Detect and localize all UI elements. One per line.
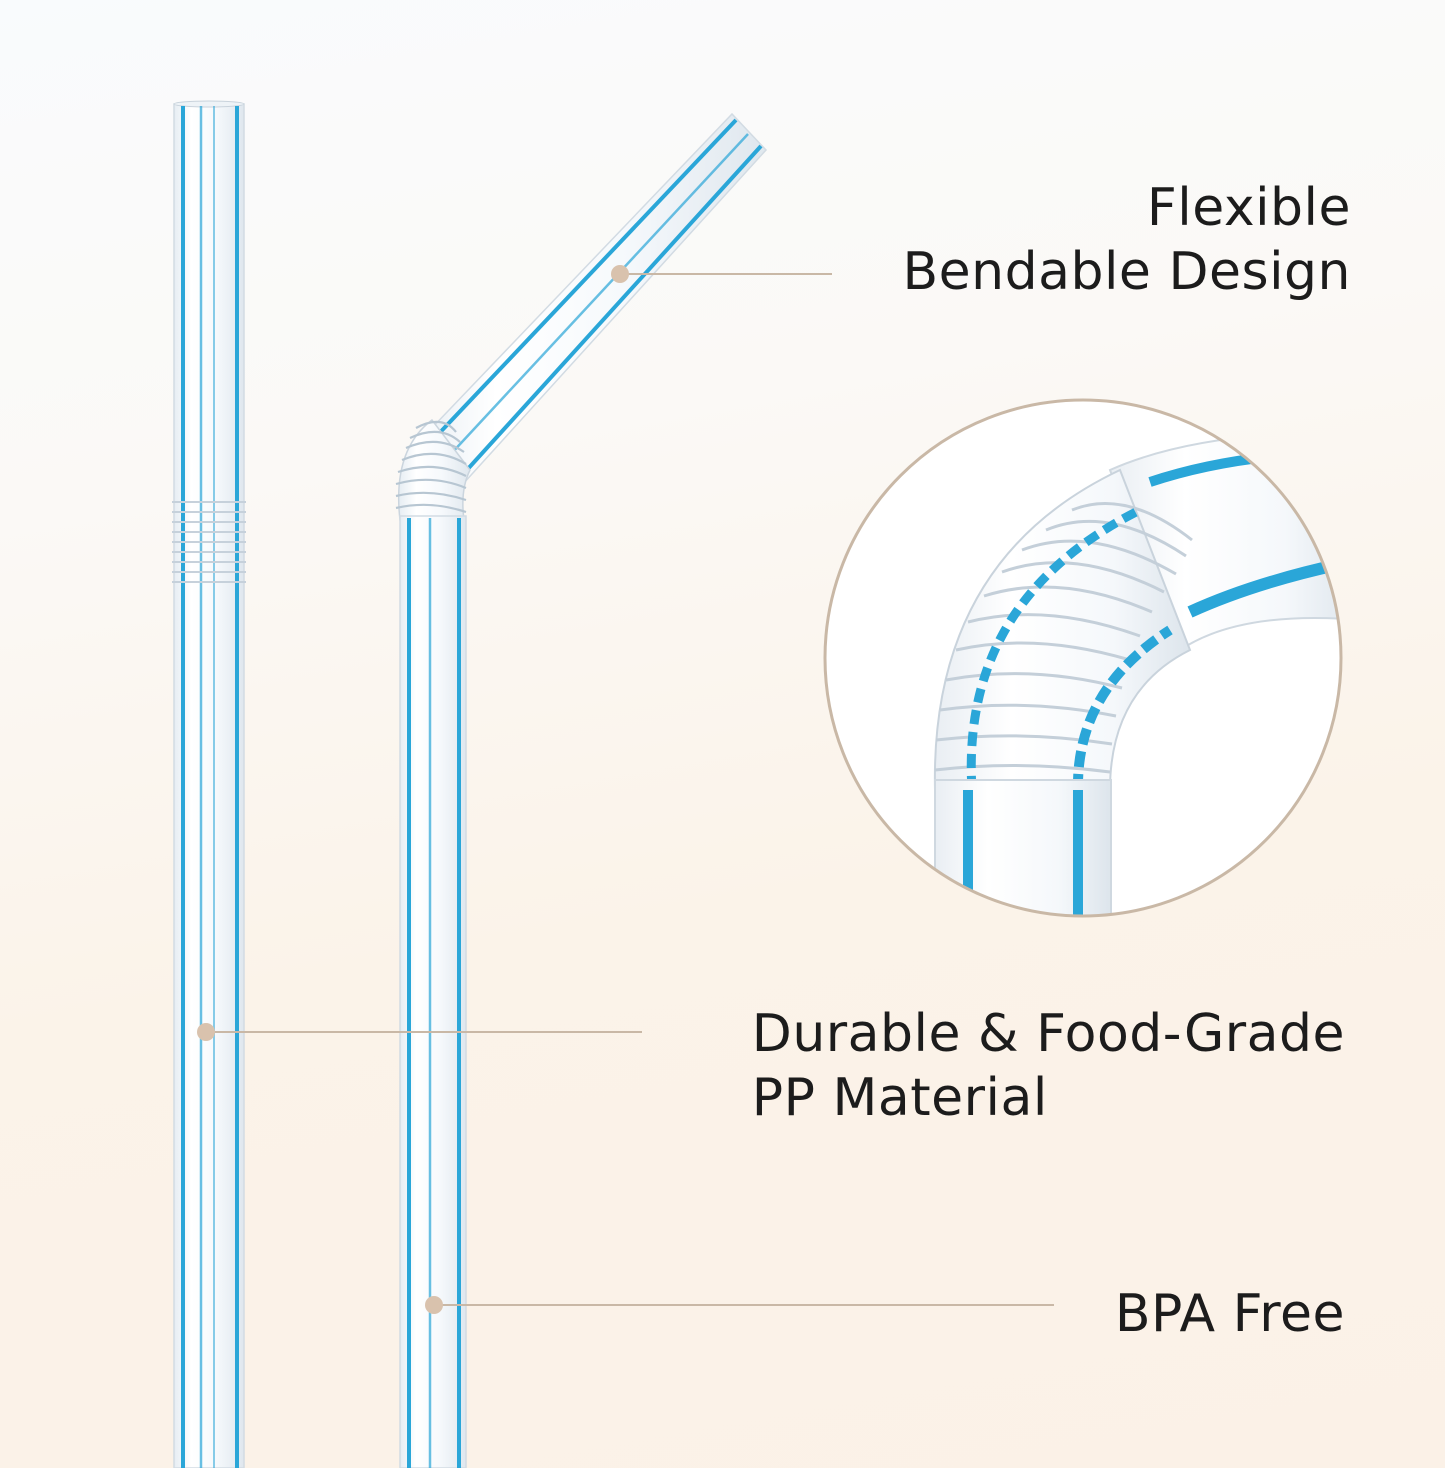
bent-straw-bellows [395, 420, 467, 514]
callout-flexible-line2: Bendable Design [902, 242, 1351, 302]
dot-marker-icon [425, 1296, 443, 1314]
callout-durable-line2: PP Material [751, 1068, 1048, 1128]
leader-bpa [425, 1296, 1054, 1314]
leader-durable [197, 1023, 642, 1041]
dot-marker-icon [197, 1023, 215, 1041]
dot-marker-icon [611, 265, 629, 283]
callout-flexible-design: Flexible Bendable Design [902, 176, 1351, 304]
callout-flexible-line1: Flexible [1146, 178, 1351, 238]
callout-durable-line1: Durable & Food-Grade [751, 1004, 1345, 1064]
bend-closeup-circle [823, 398, 1343, 918]
straight-straw-bellows [172, 501, 246, 583]
bent-straw [395, 112, 768, 1468]
leader-flexible [611, 265, 832, 283]
callout-durable-material: Durable & Food-Grade PP Material [752, 1002, 1345, 1130]
straight-straw [172, 100, 246, 1468]
callout-bpa-line1: BPA Free [1114, 1284, 1345, 1344]
callout-bpa-free: BPA Free [1115, 1282, 1345, 1346]
